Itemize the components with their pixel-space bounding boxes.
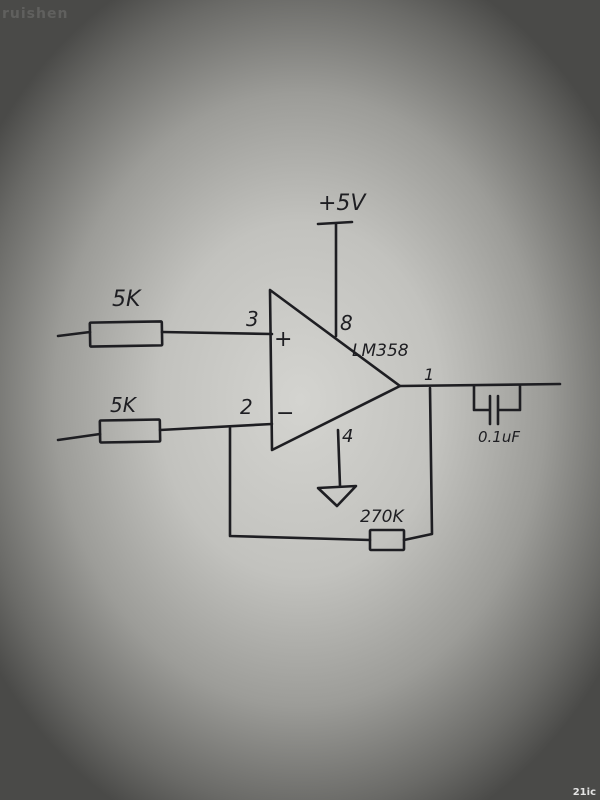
opamp-part-label: LM358 [352, 341, 409, 361]
watermark-top: ruishen [2, 6, 69, 22]
feedback-resistor [368, 528, 406, 552]
capacitor-label: 0.1uF [478, 428, 520, 446]
input-wire-top-left [56, 330, 92, 338]
inverting-sign: − [276, 401, 294, 426]
input-wire-bottom-left [56, 432, 102, 442]
resistor-bottom [98, 418, 162, 444]
pin-3-label: 3 [246, 307, 259, 331]
output-wire [398, 382, 562, 388]
feedback-resistor-label: 270K [360, 507, 405, 527]
supply-voltage-label: +5V [318, 191, 367, 216]
resistor-top-label: 5K [112, 287, 142, 312]
resistor-bottom-label: 5K [110, 393, 138, 417]
opamp-triangle [268, 288, 402, 452]
watermark-bottom: 21ic [572, 787, 596, 798]
pin-8-label: 8 [340, 311, 353, 335]
resistor-top [88, 320, 164, 348]
ground-symbol [316, 484, 358, 508]
output-capacitor [472, 384, 522, 426]
feedback-wire-right [402, 386, 434, 542]
feedback-wire-left [228, 426, 372, 542]
input-wire-bottom-right [158, 422, 274, 432]
gnd-wire [336, 428, 342, 488]
pin-1-label: 1 [424, 365, 434, 384]
input-wire-top-right [160, 330, 274, 336]
pin-2-label: 2 [240, 395, 253, 419]
noninverting-sign: + [274, 327, 292, 352]
supply-rail-bar [316, 220, 354, 226]
pin-4-label: 4 [342, 426, 353, 447]
